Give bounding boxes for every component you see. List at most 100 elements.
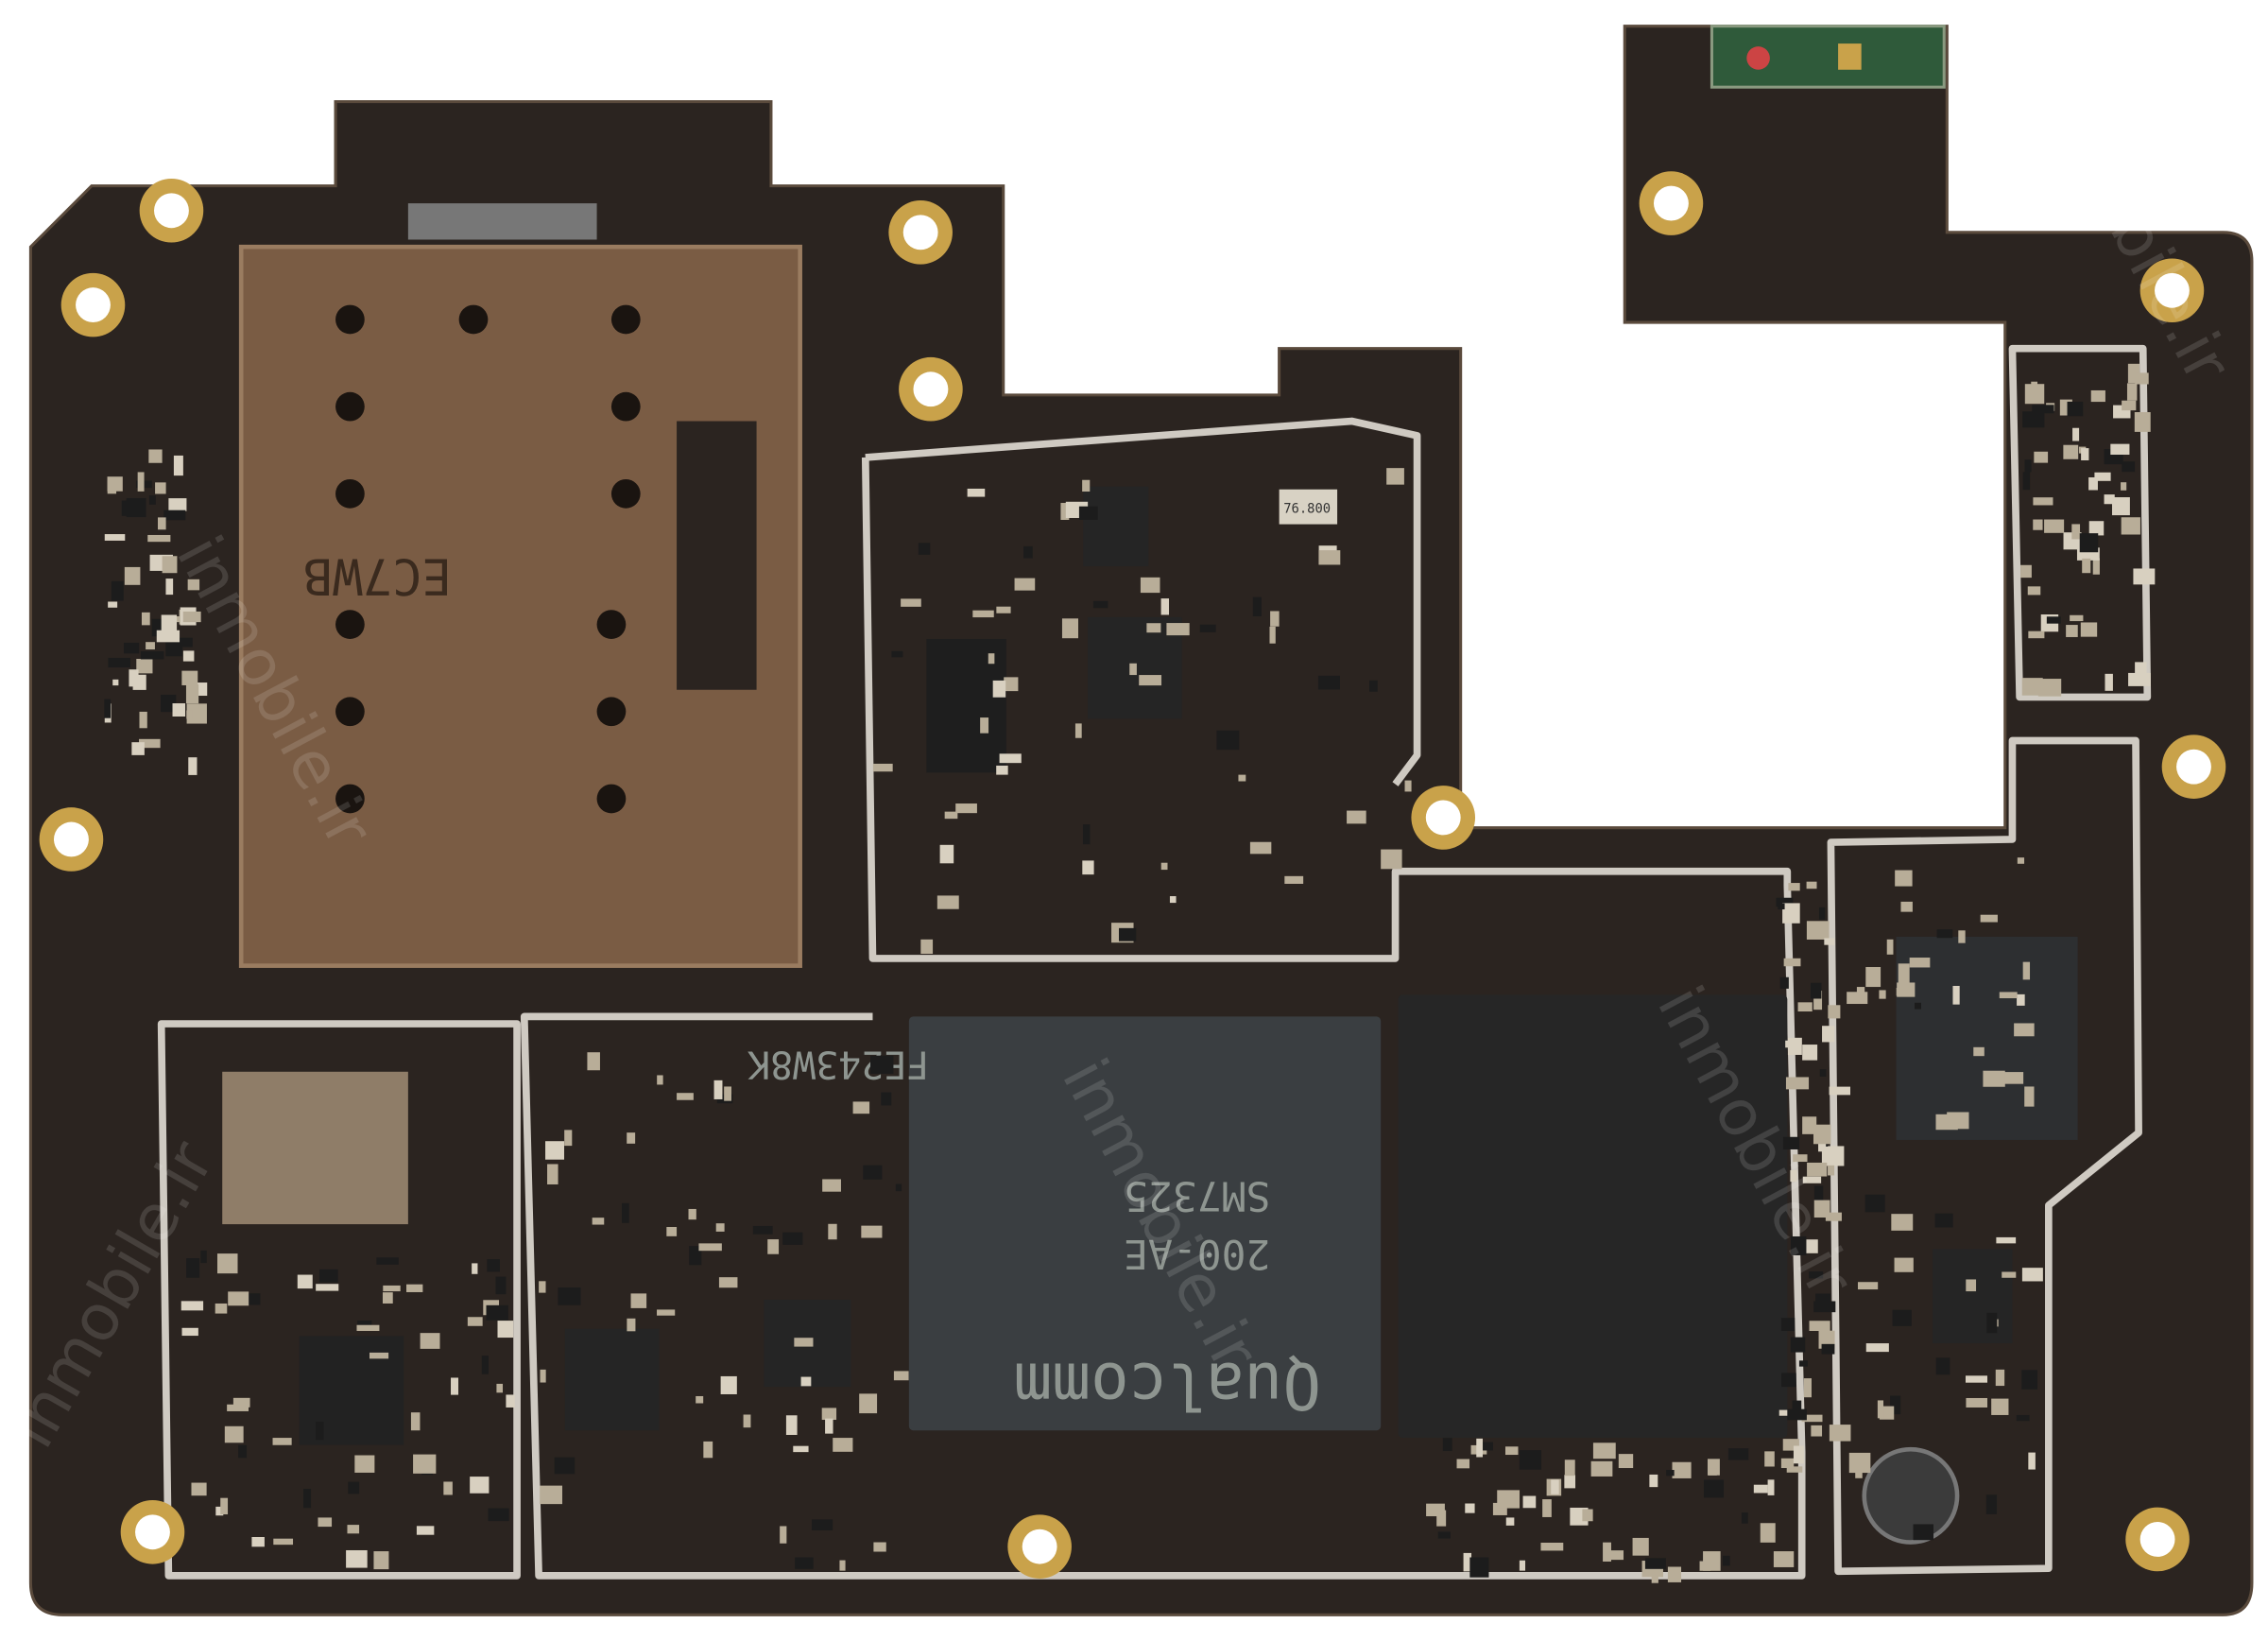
smd-component — [232, 1397, 250, 1408]
smd-component — [1895, 870, 1913, 887]
smd-component — [939, 844, 954, 864]
smd-component — [564, 1130, 573, 1147]
smd-component — [1463, 1552, 1472, 1572]
smd-component — [1798, 1360, 1808, 1367]
smd-component — [2022, 472, 2031, 491]
mounting-hole — [135, 1514, 170, 1550]
smd-component — [186, 1258, 200, 1278]
smd-component — [1542, 1499, 1552, 1517]
smd-component — [1786, 1466, 1803, 1473]
smd-component — [2082, 558, 2091, 574]
smd-component — [1983, 1070, 2005, 1087]
smd-component — [146, 642, 155, 650]
smd-component — [1672, 1461, 1692, 1478]
smd-component — [216, 1253, 238, 1274]
smd-component — [1829, 1425, 1851, 1442]
inductor — [1862, 1446, 1960, 1545]
smd-component — [2134, 411, 2151, 432]
smd-component — [881, 1092, 892, 1106]
smd-component — [2032, 405, 2054, 414]
smd-component — [1381, 849, 1402, 870]
smd-component — [318, 1517, 333, 1528]
smd-component — [2027, 586, 2041, 596]
smd-component — [1802, 1045, 1818, 1061]
smd-component — [486, 1304, 508, 1321]
soc-part-number: SM7325 — [1124, 1172, 1270, 1219]
smd-component — [172, 703, 186, 717]
smd-component — [104, 699, 112, 718]
smd-component — [2024, 384, 2045, 405]
smd-component — [1317, 675, 1340, 690]
smd-component — [1821, 1343, 1835, 1355]
smd-component — [1877, 1400, 1884, 1419]
rf-shield-can — [222, 1071, 408, 1225]
smd-component — [272, 1438, 292, 1445]
smd-component — [1847, 992, 1868, 1005]
smd-component — [1119, 927, 1137, 941]
smd-component — [148, 449, 163, 463]
chip — [1083, 486, 1149, 567]
smd-component — [1857, 1282, 1879, 1290]
smd-component — [181, 670, 198, 685]
smd-component — [893, 1371, 909, 1381]
smd-component — [2024, 459, 2032, 473]
smd-component — [141, 612, 150, 626]
smd-component — [1592, 1442, 1616, 1460]
smd-component — [1801, 1414, 1823, 1423]
smd-component — [1618, 1454, 1634, 1469]
smd-component — [181, 1327, 198, 1337]
soc-chip: FE243W8K SM7325 200-AE Qualcomm — [747, 1016, 1382, 1431]
smd-component — [191, 1482, 207, 1496]
smd-component — [1023, 545, 1033, 559]
smd-component — [2028, 1452, 2036, 1470]
mounting-hole — [54, 821, 89, 857]
smd-component — [376, 1257, 399, 1265]
smd-component — [1666, 1470, 1675, 1477]
smd-component — [121, 500, 142, 516]
smd-component — [2002, 1271, 2017, 1278]
sim-card-tray: EC7WB — [238, 203, 802, 968]
smd-component — [487, 1259, 500, 1272]
smd-component — [1564, 1460, 1575, 1477]
smd-component — [187, 579, 200, 591]
smd-component — [139, 711, 147, 729]
smd-component — [780, 1526, 787, 1544]
smd-component — [1082, 824, 1091, 845]
smd-component — [273, 1538, 294, 1546]
smd-component — [1479, 1442, 1493, 1451]
smd-component — [1540, 1542, 1564, 1551]
smd-component — [1551, 1479, 1559, 1494]
smd-component — [2028, 630, 2045, 639]
smd-component — [147, 534, 171, 543]
smd-component — [1802, 1176, 1822, 1183]
smd-component — [1603, 1542, 1611, 1562]
smd-component — [1764, 1451, 1775, 1467]
smd-component — [1807, 1162, 1828, 1177]
smd-component — [506, 1394, 515, 1408]
smd-component — [1952, 985, 1960, 1005]
smd-component — [1785, 1077, 1810, 1090]
smd-component — [1819, 1069, 1827, 1078]
smd-component — [1644, 1558, 1666, 1569]
smd-component — [1061, 618, 1079, 639]
smd-component — [696, 1395, 704, 1404]
smd-component — [1806, 921, 1830, 940]
smd-component — [1347, 810, 1366, 824]
smd-component — [833, 1438, 853, 1452]
smd-component — [2034, 451, 2049, 463]
smd-component — [1966, 1397, 1988, 1408]
smd-component — [347, 1525, 360, 1534]
smd-component — [228, 1291, 249, 1306]
smd-component — [1773, 1551, 1795, 1567]
smd-component — [1004, 677, 1019, 692]
crystal-marking: 76.800 — [1283, 501, 1331, 516]
smd-component — [920, 939, 934, 955]
smd-component — [1802, 1116, 1817, 1134]
smd-component — [1741, 1512, 1748, 1524]
smd-component — [861, 1225, 883, 1238]
smd-component — [2044, 519, 2065, 533]
smd-component — [2135, 372, 2149, 385]
smd-component — [657, 1075, 663, 1085]
smd-component — [373, 1551, 389, 1570]
smd-component — [2128, 672, 2151, 686]
